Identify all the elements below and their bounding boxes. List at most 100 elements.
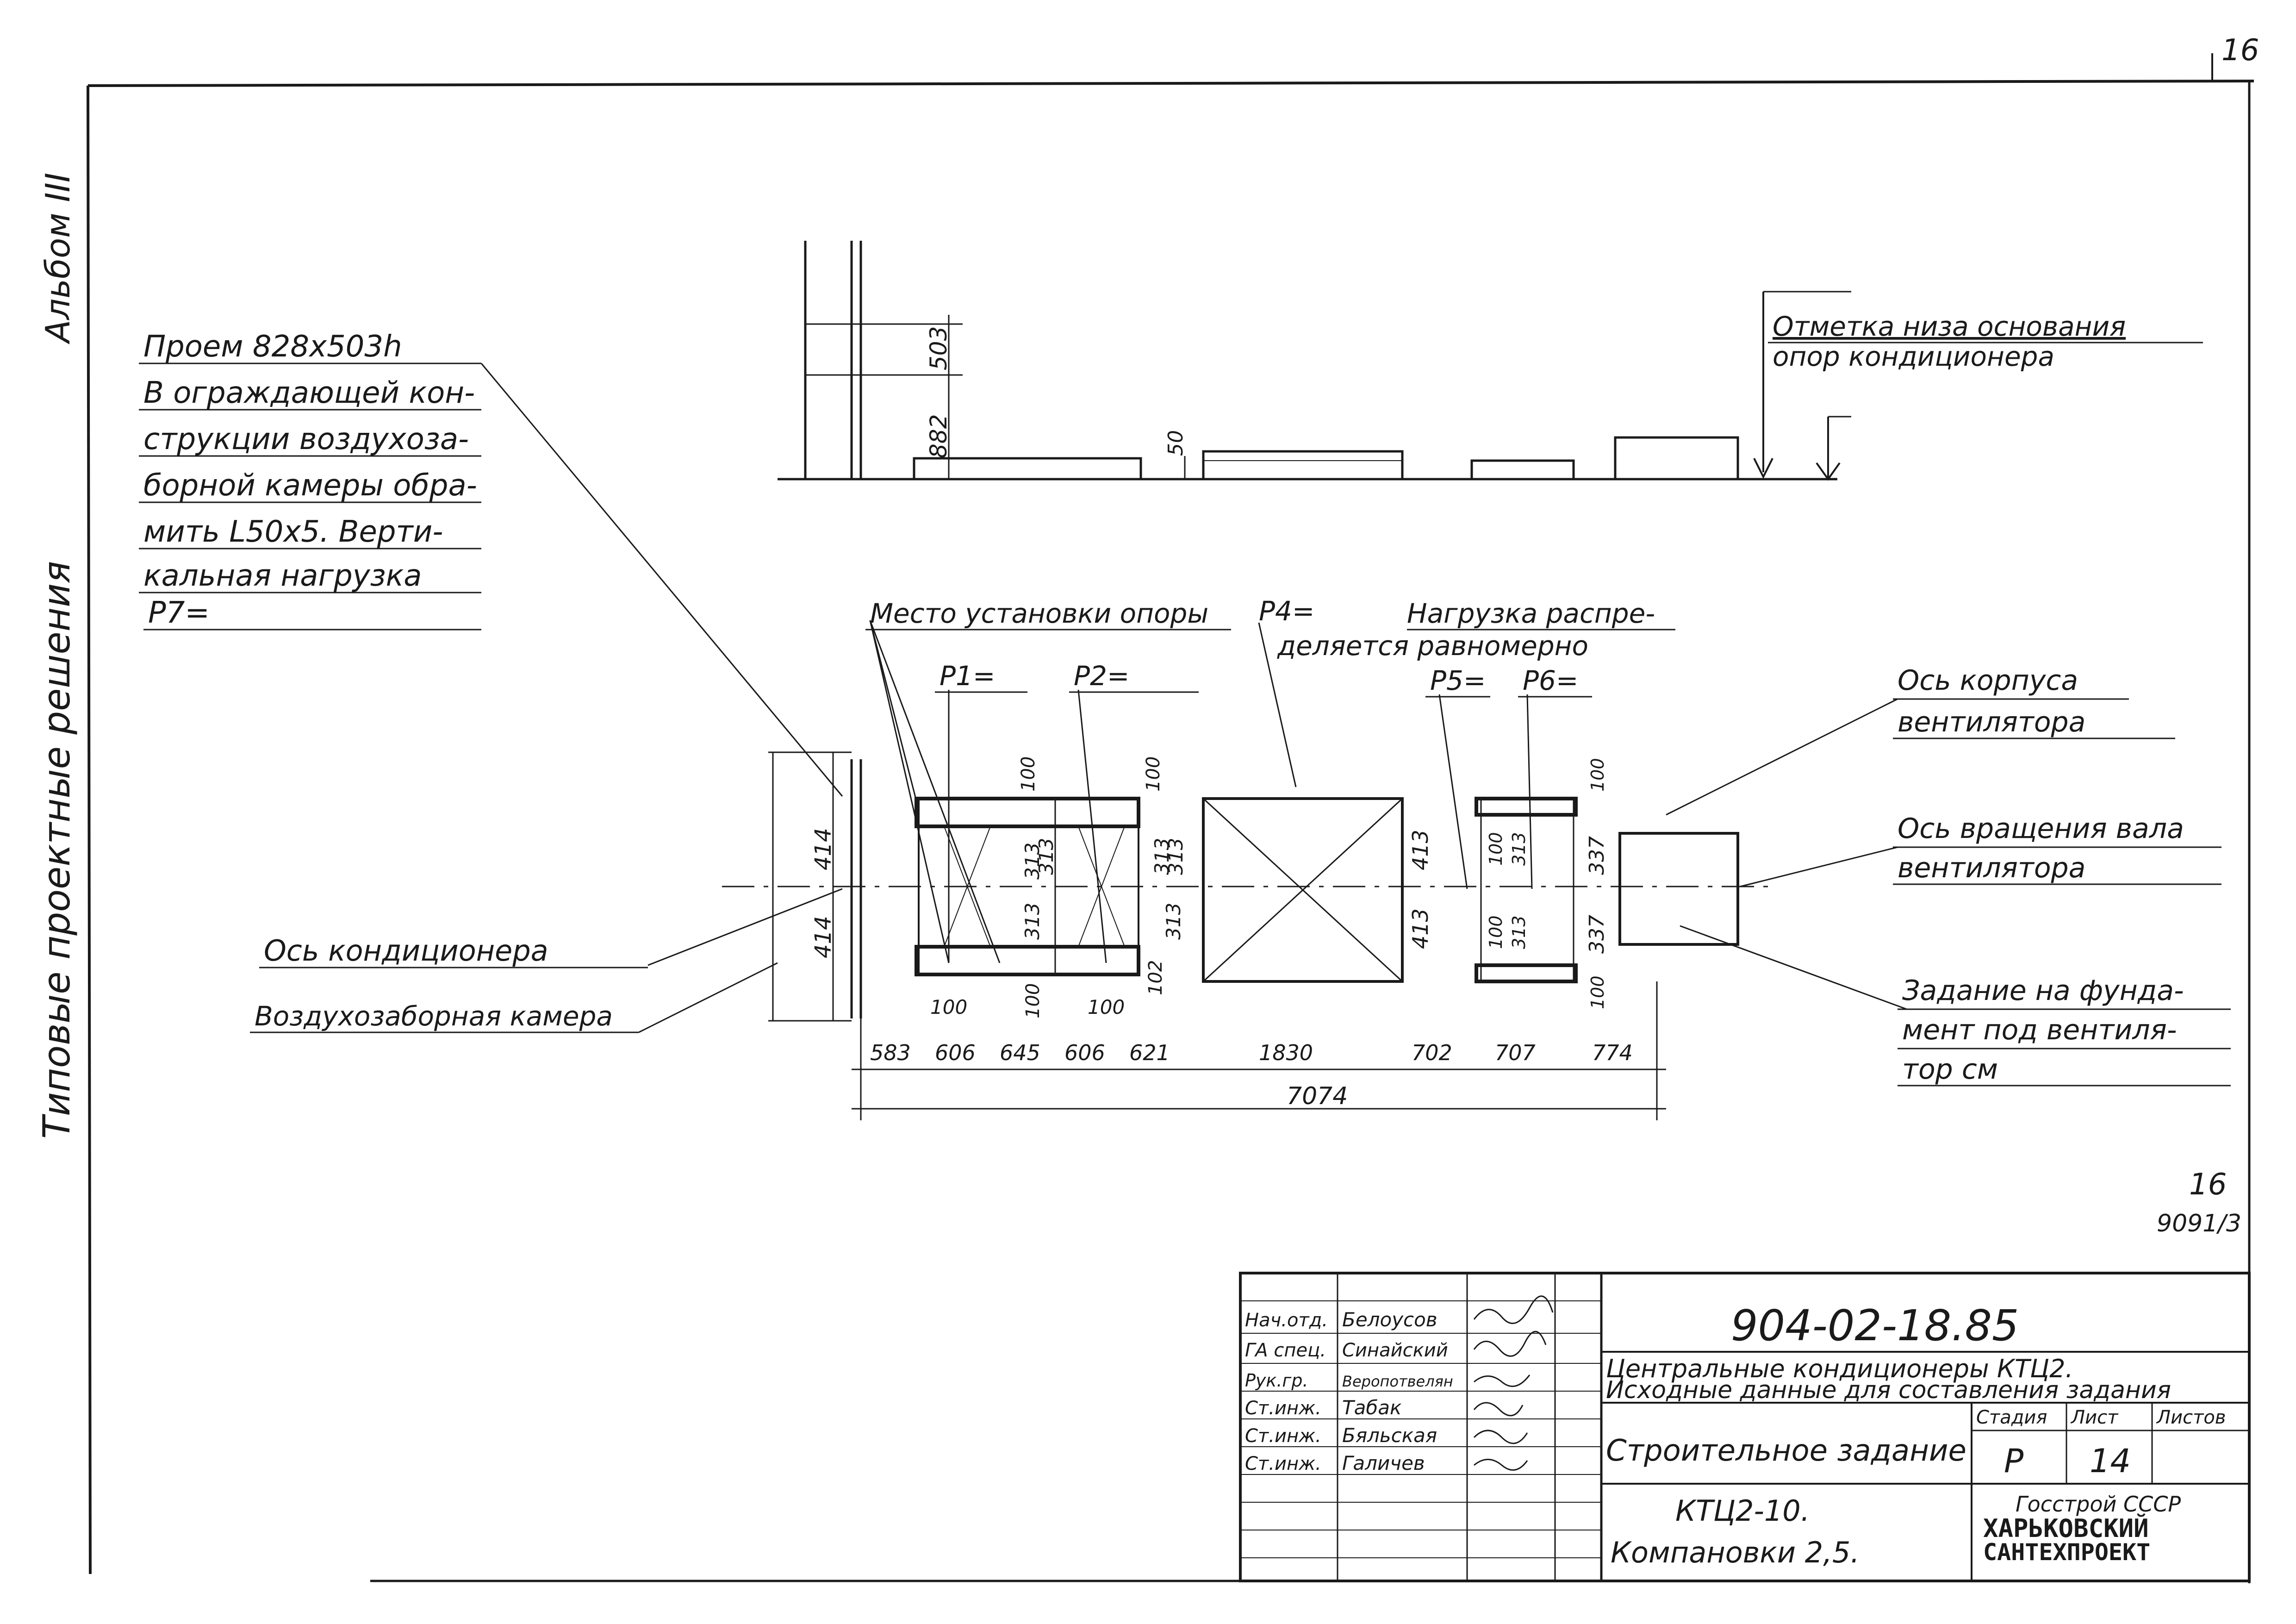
dim-102: 102 [1145,960,1166,995]
stage-value: Р [2004,1442,2024,1480]
left-note-line5: мить L50x5. Верти- [143,515,443,549]
fan-shaft-axis-line1: Ось вращения вала [1898,812,2184,845]
load-note-line1: Нагрузка распре- [1407,598,1655,629]
section-dim-882: 882 [925,414,952,458]
dim-bottom-645: 645 [1000,1040,1040,1065]
dim-left-414-bot: 414 [810,916,836,958]
dim-100-g: 100 [1486,832,1506,866]
dim-bottom-583: 583 [870,1040,911,1065]
foundation-note-line3: тор см [1902,1053,1998,1086]
elevation-note-line2: опор кондиционера [1773,341,2054,372]
fan-case-axis-line2: вентилятора [1898,706,2085,738]
dim-313-a: 313 [1021,843,1044,880]
p6-label: P6= [1523,665,1578,696]
title-line-2: Исходные данные для составления задания [1606,1376,2171,1404]
org-line-2: ХАРЬКОВСКИЙ [1983,1514,2149,1543]
dim-bottom-1830: 1830 [1259,1040,1313,1065]
col-sheet: Лист [2070,1407,2119,1428]
plan-dimensions: 414 414 100 100 313 313 313 313 313 313 … [810,756,1633,1110]
dim-100-j: 100 [1587,975,1608,1009]
person-name-6: Галичев [1342,1452,1425,1474]
support-place-label: Место установки опоры [870,598,1208,629]
left-note-line3: струкции воздухоза- [143,422,469,456]
p2-label: P2= [1074,660,1129,692]
dim-bottom-707: 707 [1495,1040,1536,1065]
dim-413-a: 413 [1408,830,1433,870]
dim-bottom-606a: 606 [935,1040,976,1065]
dim-313-b: 313 [1035,838,1058,875]
title-doc-code: 904-02-18.85 [1731,1301,2019,1350]
doc-ref-code: 9091/3 [2157,1210,2241,1237]
dim-bottom-702: 702 [1412,1040,1452,1065]
person-role-6: Ст.инж. [1245,1453,1321,1474]
person-role-4: Ст.инж. [1245,1398,1321,1419]
elevation-note-line1: Отметка низа основания [1773,311,2126,342]
dim-337-b: 337 [1585,915,1609,954]
dim-100-d: 100 [1022,983,1044,1018]
dim-313-d: 313 [1164,838,1187,875]
left-note-line7: P7= [148,596,210,630]
left-note-line4: борной камеры обра- [143,468,477,503]
foundation-note-line2: мент под вентиля- [1902,1014,2177,1046]
dim-100-a: 100 [1018,756,1039,792]
dim-100-i: 100 [1587,758,1608,792]
title-line-1: Центральные кондиционеры КТЦ2. [1606,1354,2073,1383]
side-series-label: Типовые проектные решения [35,561,78,1139]
col-sheets: Листов [2156,1407,2226,1428]
signatures [1473,1295,1554,1471]
left-note-line6: кальная нагрузка [143,559,422,593]
dim-313-h: 313 [1509,915,1529,949]
dim-100-b: 100 [1143,756,1164,792]
sub-line-2: Компановки 2,5. [1611,1536,1860,1569]
intake-chamber-label: Воздухозаборная камера [255,1000,613,1032]
p5-label: P5= [1430,665,1486,696]
left-note: Проем 828х503h В ограждающей кон- струкц… [139,330,843,797]
p4-label: P4= [1259,595,1314,627]
sub-line-1: КТЦ2-10. [1675,1494,1810,1528]
left-note-line2: В ограждающей кон- [143,376,475,410]
col-stage: Стадия [1976,1407,2047,1428]
dim-left-414-top: 414 [810,828,836,870]
person-name-3: Веропотвелян [1342,1373,1453,1390]
fan-case-axis-line1: Ось корпуса [1898,664,2078,697]
person-role-1: Нач.отд. [1245,1310,1328,1331]
person-name-5: Бяльская [1342,1424,1437,1447]
left-note-line1: Проем 828х503h [143,330,402,364]
dim-bottom-774: 774 [1592,1040,1633,1065]
person-role-5: Ст.инж. [1245,1425,1321,1447]
person-role-3: Рук.гр. [1245,1370,1308,1391]
org-line-3: САНТЕХПРОЕКТ [1983,1539,2150,1566]
page-number: 16 [2221,33,2259,68]
dim-413-b: 413 [1408,908,1433,949]
conditioner-axis-label: Ось кондиционера [264,934,548,968]
dim-100-e: 100 [1088,996,1125,1018]
plan-labels: Место установки опоры P4= Нагрузка распр… [250,595,2231,1087]
dim-bottom-606b: 606 [1064,1040,1105,1065]
dim-313-e: 313 [1021,903,1044,940]
plan-view [638,620,1907,1120]
title-block: Нач.отд. Белоусов ГА спец. Синайский Рук… [1239,1272,2251,1582]
person-name-1: Белоусов [1342,1308,1437,1331]
dim-313-f: 313 [1162,903,1185,940]
dim-100-h: 100 [1486,915,1506,949]
person-name-2: Синайский [1342,1340,1448,1361]
load-note-line2: деляется равномерно [1277,630,1588,662]
dim-bottom-total: 7074 [1287,1082,1348,1110]
dim-313-g: 313 [1509,832,1529,866]
sheet-value: 14 [2090,1442,2131,1480]
section-view [778,241,1851,481]
dim-313-c: 313 [1151,838,1173,875]
person-name-4: Табак [1342,1396,1402,1419]
section-dim-50: 50 [1164,430,1188,456]
section-dim-503: 503 [925,326,952,370]
foundation-note-line1: Задание на фунда- [1902,974,2184,1007]
dim-337-a: 337 [1585,836,1609,875]
side-album-label: Альбом III [38,173,77,344]
fan-shaft-axis-line2: вентилятора [1898,852,2085,884]
dim-100-c: 100 [930,996,967,1018]
org-line-1: Госстрой СССР [2016,1492,2181,1517]
person-role-2: ГА спец. [1245,1340,1326,1361]
sheet-title: Строительное задание [1606,1434,1966,1468]
doc-ref-number: 16 [2189,1168,2227,1202]
